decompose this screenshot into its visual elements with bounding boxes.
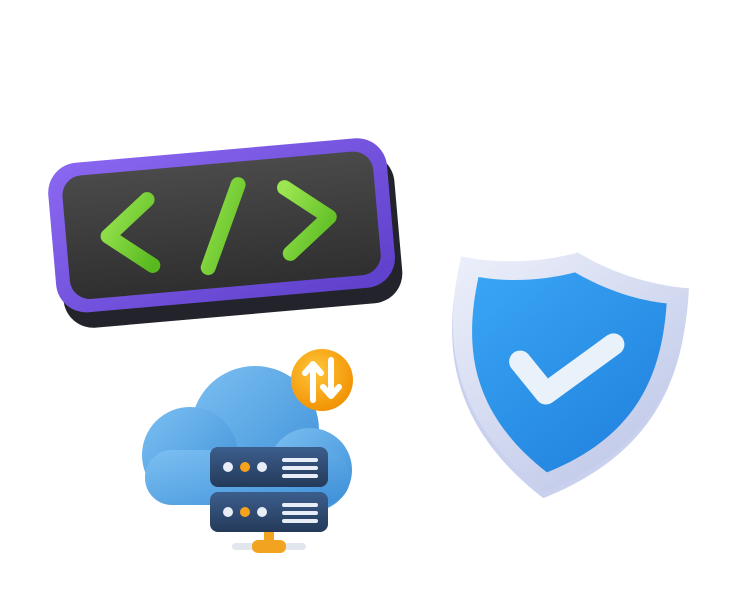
sync-arrows-badge: [291, 349, 353, 411]
network-connector: [232, 532, 306, 553]
server-stack: [210, 447, 328, 532]
